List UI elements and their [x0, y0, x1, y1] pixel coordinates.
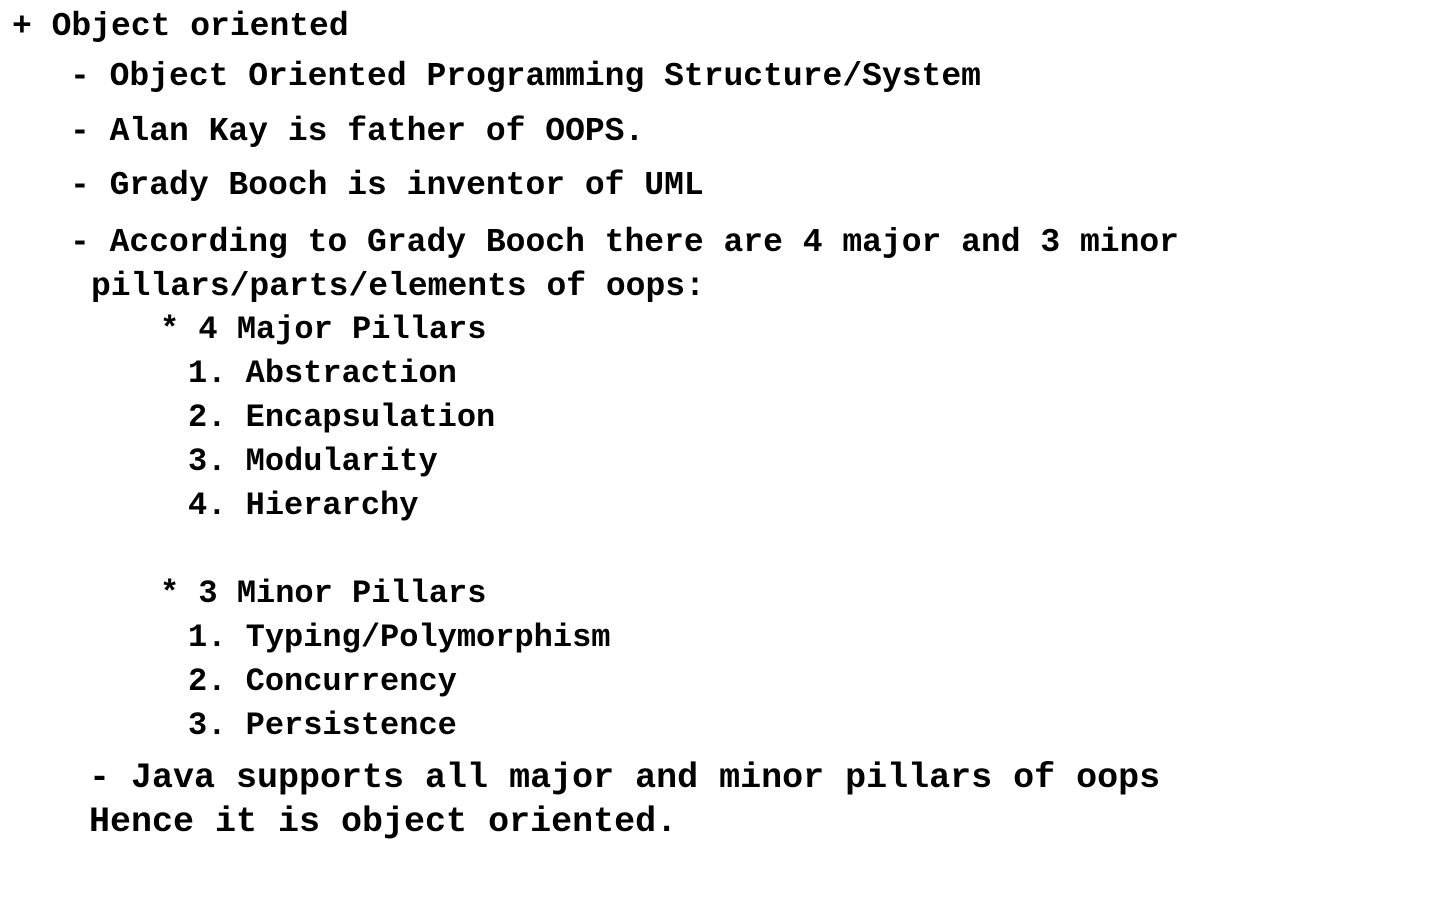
section-heading: + Object oriented: [12, 8, 349, 45]
major-pillar-item: 4. Hierarchy: [188, 487, 419, 524]
major-pillar-item: 1. Abstraction: [188, 355, 457, 392]
bullet-point: - According to Grady Booch there are 4 m…: [70, 224, 1179, 261]
conclusion-text: Hence it is object oriented.: [89, 802, 678, 842]
bullet-point: - Alan Kay is father of OOPS.: [70, 113, 645, 150]
conclusion-text: - Java supports all major and minor pill…: [89, 758, 1161, 798]
bullet-point: - Grady Booch is inventor of UML: [70, 167, 704, 204]
major-pillar-item: 3. Modularity: [188, 443, 438, 480]
bullet-point-continuation: pillars/parts/elements of oops:: [91, 268, 705, 305]
major-pillars-header: * 4 Major Pillars: [160, 311, 487, 348]
minor-pillar-item: 3. Persistence: [188, 707, 457, 744]
bullet-point: - Object Oriented Programming Structure/…: [70, 58, 981, 95]
minor-pillar-item: 1. Typing/Polymorphism: [188, 619, 611, 656]
minor-pillars-header: * 3 Minor Pillars: [160, 575, 487, 612]
major-pillar-item: 2. Encapsulation: [188, 399, 496, 436]
minor-pillar-item: 2. Concurrency: [188, 663, 457, 700]
